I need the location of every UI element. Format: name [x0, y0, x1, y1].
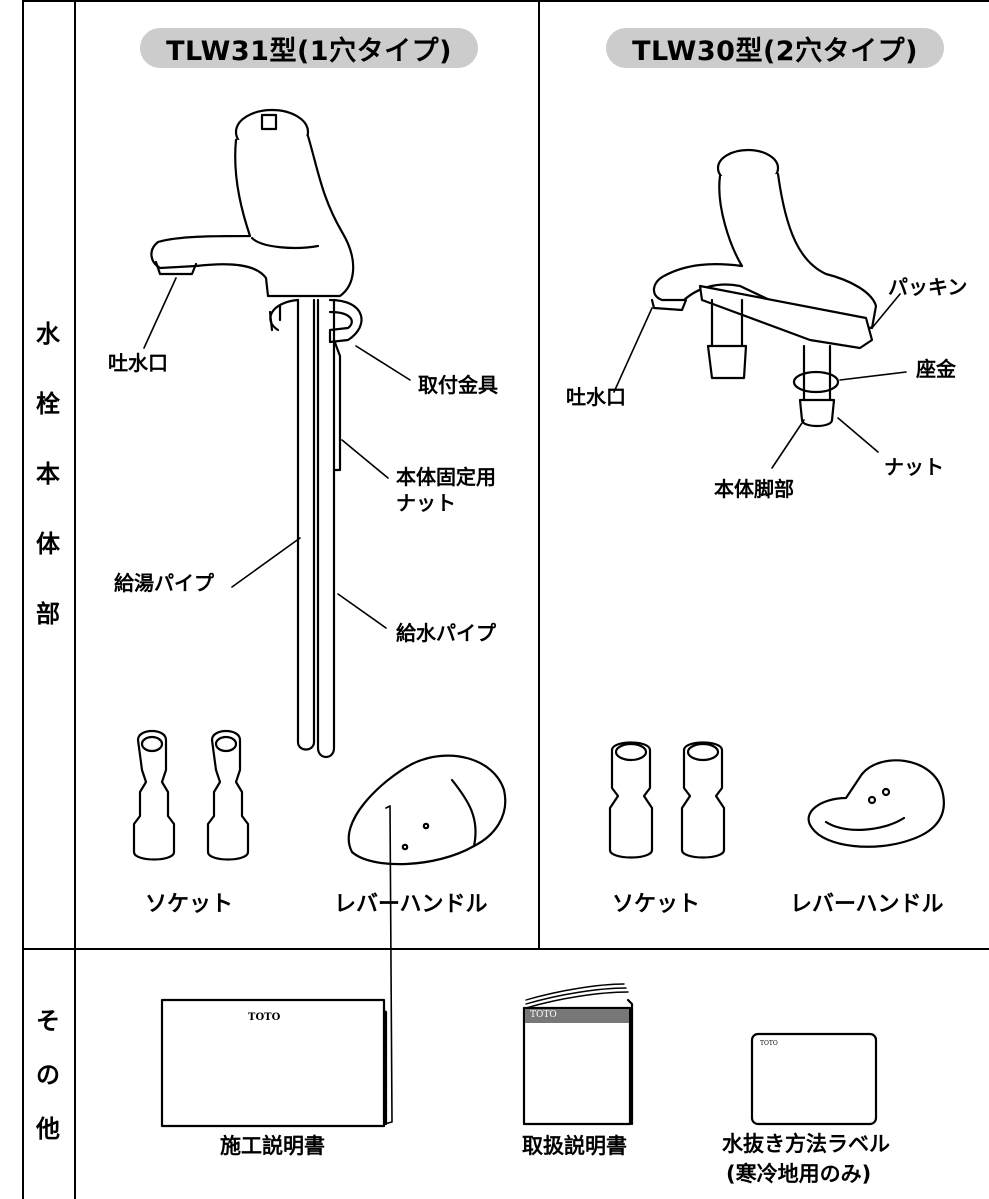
tlw30-nut-label: ナット: [884, 455, 944, 479]
category-char: 本: [36, 460, 60, 488]
category-char: 水: [36, 320, 60, 348]
tlw30-sockets: [608, 741, 726, 859]
section-divider: [22, 948, 989, 950]
tlw30-leaders: [613, 293, 907, 469]
tlw31-title: TLW31型(1穴タイプ): [140, 28, 478, 68]
tlw30-title: TLW30型(2穴タイプ): [606, 28, 944, 68]
category-others: そ の 他: [22, 950, 74, 1199]
tlw31-bracket-label: 取付金具: [418, 373, 498, 397]
category-char: 他: [36, 1114, 60, 1143]
category-char: の: [36, 1060, 60, 1089]
tlw31-nut-label-2: ナット: [396, 491, 456, 515]
tlw31-cold-pipe-label: 給水パイプ: [396, 621, 496, 645]
tlw30-socket-caption: ソケット: [612, 892, 701, 917]
drain-label-drawing: [750, 1032, 878, 1126]
tlw30-packing-label: パッキン: [888, 275, 968, 299]
category-char: 栓: [36, 390, 60, 418]
frame-left: [22, 0, 24, 1199]
user-manual-logo: TOTO: [530, 1010, 557, 1020]
tlw31-lever-drawing: [347, 754, 507, 866]
tlw31-leaders: [143, 277, 411, 629]
category-char: そ: [36, 1006, 60, 1035]
tlw30-washer-label: 座金: [916, 357, 956, 381]
category-char: 体: [36, 530, 60, 558]
category-divider: [74, 0, 76, 1199]
drain-label-caption-2: (寒冷地用のみ): [726, 1162, 872, 1186]
user-manual-drawing: [522, 983, 634, 1126]
tlw31-faucet-drawing: [150, 108, 363, 759]
tlw31-socket-caption: ソケット: [145, 892, 234, 917]
tlw30-lever-drawing: [807, 759, 945, 848]
category-faucet-body: 水 栓 本 体 部: [22, 0, 74, 948]
install-manual-drawing: [160, 805, 393, 1128]
model-divider: [538, 0, 540, 950]
drain-label-logo: TOTO: [760, 1040, 778, 1047]
install-manual-caption: 施工説明書: [220, 1134, 325, 1158]
drain-label-caption-1: 水抜き方法ラベル: [722, 1132, 890, 1156]
user-manual-caption: 取扱説明書: [522, 1134, 627, 1158]
install-manual-logo: TOTO: [248, 1012, 281, 1023]
category-char: 部: [36, 600, 60, 628]
tlw31-sockets: [132, 729, 250, 861]
tlw30-faucet-drawing: [650, 148, 878, 428]
tlw30-spout-label: 吐水口: [566, 385, 626, 409]
tlw31-lever-caption: レバーハンドル: [334, 892, 488, 917]
tlw31-nut-label-1: 本体固定用: [396, 465, 496, 489]
tlw31-hot-pipe-label: 給湯パイプ: [114, 571, 214, 595]
tlw30-lever-caption: レバーハンドル: [790, 892, 944, 917]
frame-top: [22, 0, 989, 2]
tlw30-leg-label: 本体脚部: [714, 477, 794, 501]
tlw31-spout-label: 吐水口: [108, 351, 168, 375]
